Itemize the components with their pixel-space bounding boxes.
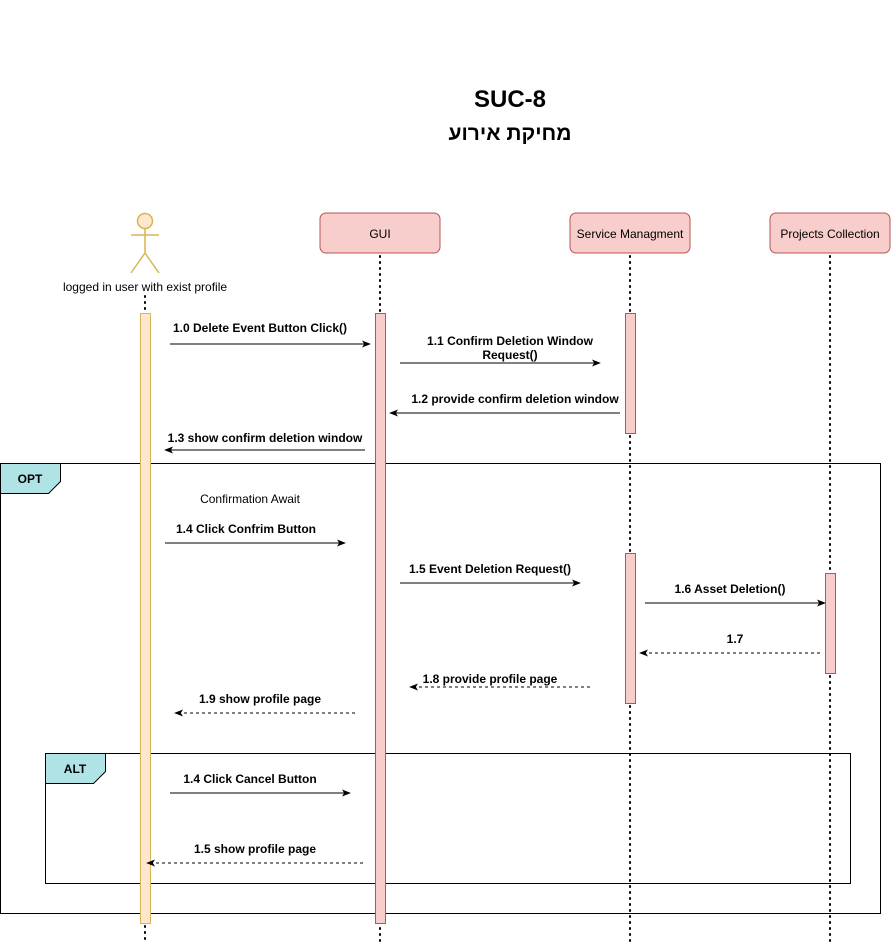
service-activation-2 [625,553,636,704]
participant-label: GUI [369,227,390,241]
opt-tag [0,463,61,494]
participant-label: Service Managment [577,227,684,241]
message-1-2: 1.2 provide confirm deletion window [389,392,620,417]
message-alt-1-5: 1.5 show profile page [146,842,363,867]
message-label: 1.7 [727,632,744,646]
actor-activation [140,313,151,924]
participant-gui: GUI [319,212,441,254]
message-label: 1.0 Delete Event Button Click() [173,321,347,335]
participant-projects-collection: Projects Collection [769,212,891,254]
opt-guard: Confirmation Await [200,492,300,506]
diagram-title: SUC-8 [474,86,546,113]
opt-label: OPT [18,472,43,486]
opt-fragment: OPT [0,463,881,914]
message-label: Request() [482,348,537,362]
message-1-3: 1.3 show confirm deletion window [164,431,365,454]
alt-tag [45,753,106,784]
message-1-4: 1.4 Click Confrim Button [165,522,346,547]
message-1-8: 1.8 provide profile page [409,672,590,691]
message-1-9: 1.9 show profile page [174,692,355,717]
service-activation-1 [625,313,636,434]
message-label: 1.6 Asset Deletion() [675,582,786,596]
alt-fragment: ALT [45,753,851,884]
message-label: 1.4 Click Cancel Button [183,772,316,786]
diagram-subtitle: מחיקת אירוע [448,122,571,145]
message-label: 1.4 Click Confrim Button [176,522,316,536]
message-1-1: 1.1 Confirm Deletion Window Request() [400,334,601,367]
message-label: 1.2 provide confirm deletion window [411,392,619,406]
message-alt-1-4: 1.4 Click Cancel Button [170,772,351,797]
message-1-5: 1.5 Event Deletion Request() [400,562,581,587]
participant-label: Projects Collection [780,227,879,241]
participant-service-managment: Service Managment [569,212,691,254]
message-1-6: 1.6 Asset Deletion() [645,582,826,607]
projects-activation [825,573,836,674]
message-label: 1.3 show confirm deletion window [168,431,363,445]
message-label: 1.9 show profile page [199,692,321,706]
message-label: 1.5 show profile page [194,842,316,856]
alt-label: ALT [64,762,87,776]
message-label: 1.1 Confirm Deletion Window [427,334,594,348]
gui-activation [375,313,386,924]
message-label: 1.5 Event Deletion Request() [409,562,571,576]
message-label: 1.8 provide profile page [423,672,558,686]
actor-label: logged in user with exist profile [63,280,227,294]
message-1-7: 1.7 [639,632,820,657]
message-1-0: 1.0 Delete Event Button Click() [170,321,371,348]
stick-figure-icon [130,212,160,274]
